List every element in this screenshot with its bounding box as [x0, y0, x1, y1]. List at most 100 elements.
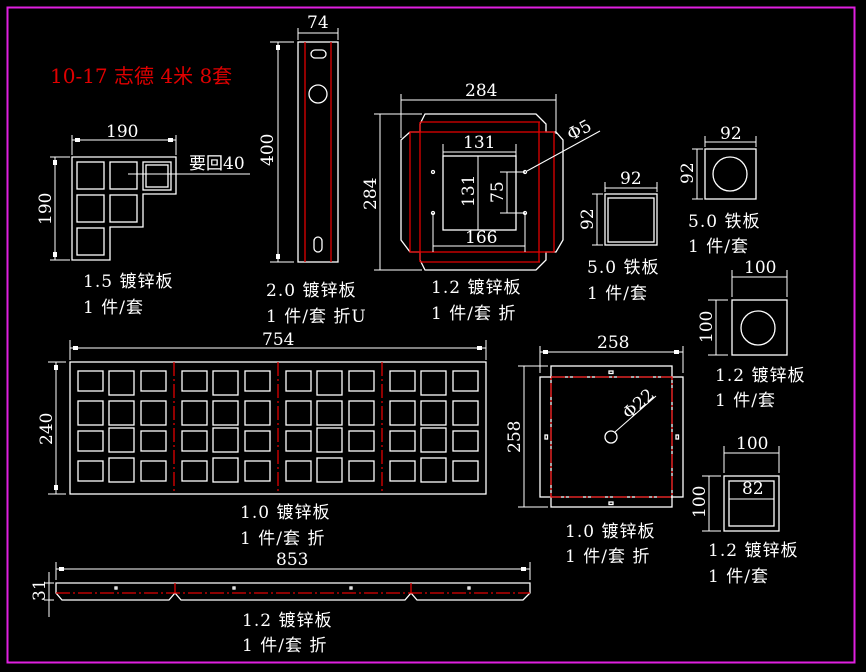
grid-cutout-hole	[244, 460, 271, 482]
grid-cutout-hole	[285, 400, 312, 426]
grid-cutout-hole	[389, 430, 416, 452]
grid-cutout-hole	[212, 457, 239, 483]
part-cover-plate-258: Φ22 258 258 1.0 镀锌板 1 件/套 折	[505, 333, 684, 567]
dim-channel-width: 74	[307, 13, 329, 33]
part-round-hole-plate-100: 100 100 1.2 镀锌板 1 件/套	[697, 258, 805, 411]
grid-cutout-hole	[420, 427, 447, 453]
grid-cutout-hole	[389, 370, 416, 392]
grid-cutout-hole	[348, 430, 375, 452]
dim-hole-spacing-h: 166	[465, 228, 497, 248]
strip-material: 1.2 镀锌板	[242, 611, 332, 631]
grid-cutout-hole	[181, 430, 208, 452]
dim-hole-diameter: Φ5	[564, 116, 595, 145]
grid-cutout-hole	[77, 460, 104, 482]
part-long-strip: 853 31 1.2 镀锌板 1 件/套 折	[30, 550, 531, 656]
dim-strip-width: 853	[276, 550, 308, 570]
dim-cover-width: 258	[597, 333, 629, 353]
grid-cutout-hole	[316, 400, 343, 426]
grid-cutout-hole	[77, 430, 104, 452]
grid-cutout-hole	[285, 430, 312, 452]
dim-grid-height: 240	[37, 413, 57, 445]
grid-cutout-hole	[140, 370, 167, 392]
iron-frame-qty: 1 件/套	[587, 284, 648, 304]
grid-cutout-hole	[348, 400, 375, 426]
grid-cutout-hole	[348, 460, 375, 482]
grid-cutout-hole	[140, 430, 167, 452]
grid-cutout-hole	[244, 430, 271, 452]
grid-cutout-hole	[420, 457, 447, 483]
dim-inner-width: 131	[463, 133, 495, 153]
grid-cutout-hole	[389, 400, 416, 426]
dim-iron-plate-height: 92	[678, 162, 698, 184]
grid-cutout-hole	[389, 460, 416, 482]
round-plate-qty: 1 件/套	[715, 391, 776, 411]
grid-cutout-hole	[420, 370, 447, 396]
sqframe-material: 1.2 镀锌板	[708, 541, 798, 561]
note-return-40: 要回40	[189, 154, 245, 174]
sqframe-qty: 1 件/套	[708, 567, 769, 587]
grid-cutout-hole	[420, 400, 447, 426]
dim-round-plate-height: 100	[697, 311, 717, 343]
dim-channel-height: 400	[258, 134, 278, 166]
iron-plate-qty: 1 件/套	[688, 237, 749, 257]
part-square-frame-plate: 284 284 131 131 75 166 Φ5 1.2 镀锌板 1 件/套 …	[361, 81, 601, 324]
channel-qty: 1 件/套 折U	[266, 307, 367, 327]
dim-frame-height: 284	[361, 178, 381, 210]
dim-strip-height: 31	[30, 579, 50, 601]
dim-iron-plate-width: 92	[720, 124, 742, 144]
grid-cutout-hole	[212, 370, 239, 396]
part-u-channel: 74 400 2.0 镀锌板 1 件/套 折U	[258, 13, 367, 327]
grid-cutout-hole	[181, 370, 208, 392]
grid-cutout-hole	[452, 460, 479, 482]
cover-material: 1.0 镀锌板	[565, 522, 655, 542]
grid-material: 1.0 镀锌板	[240, 503, 330, 523]
dim-iron-frame-width: 92	[620, 169, 642, 189]
part-iron-square-frame: 92 92 5.0 铁板 1 件/套	[578, 169, 659, 304]
dim-iron-frame-height: 92	[578, 208, 598, 230]
grid-cutout-hole	[244, 400, 271, 426]
strip-qty: 1 件/套 折	[242, 636, 327, 656]
part-square-frame-100: 82 100 100 1.2 镀锌板 1 件/套	[690, 434, 798, 587]
grid-cutout-hole	[452, 370, 479, 392]
grid-cutout-hole	[452, 400, 479, 426]
dim-cover-hole-diameter: Φ22	[619, 385, 659, 424]
grid-cutout-hole	[140, 460, 167, 482]
grid-cutout-hole	[348, 370, 375, 392]
corner-qty: 1 件/套	[83, 298, 144, 318]
part-grid-panel: 754 240 1.0 镀锌板 1 件/套 折	[37, 330, 487, 549]
part-corner-plate: 190 190 要回40 1.5 镀锌板 1 件/套	[36, 122, 250, 318]
dim-sqframe-width: 100	[736, 434, 768, 454]
grid-cutout-hole	[181, 400, 208, 426]
grid-cutout-hole	[212, 427, 239, 453]
grid-cutout-hole	[181, 460, 208, 482]
iron-plate-material: 5.0 铁板	[688, 212, 760, 232]
dim-sqframe-inner-width: 82	[742, 479, 764, 499]
drawing-frame	[6, 6, 856, 664]
grid-cutout-hole	[140, 400, 167, 426]
grid-cutout-hole	[285, 460, 312, 482]
frame-qty: 1 件/套 折	[431, 304, 516, 324]
dim-corner-height: 190	[36, 193, 56, 225]
channel-material: 2.0 镀锌板	[266, 281, 356, 301]
grid-cutout-hole	[316, 457, 343, 483]
grid-cutout-hole	[77, 400, 104, 426]
dim-frame-width: 284	[465, 81, 497, 101]
grid-cutout-hole	[108, 400, 135, 426]
dim-corner-width: 190	[106, 122, 138, 142]
corner-material: 1.5 镀锌板	[83, 272, 173, 292]
dim-cover-height: 258	[505, 421, 525, 453]
round-plate-material: 1.2 镀锌板	[715, 366, 805, 386]
grid-cutout-hole	[212, 400, 239, 426]
grid-cutout-hole	[244, 370, 271, 392]
drawing-title: 10-17 志德 4米 8套	[50, 64, 232, 88]
grid-qty: 1 件/套 折	[240, 529, 325, 549]
grid-cutout-hole	[108, 457, 135, 483]
grid-cutout-hole	[108, 370, 135, 396]
part-iron-round-hole-plate: 92 92 5.0 铁板 1 件/套	[678, 124, 760, 257]
grid-cutout-hole	[285, 370, 312, 392]
grid-cutout-hole	[316, 427, 343, 453]
dim-hole-spacing-v: 75	[488, 181, 508, 203]
iron-frame-material: 5.0 铁板	[587, 258, 659, 278]
dim-inner-height: 131	[459, 175, 479, 207]
